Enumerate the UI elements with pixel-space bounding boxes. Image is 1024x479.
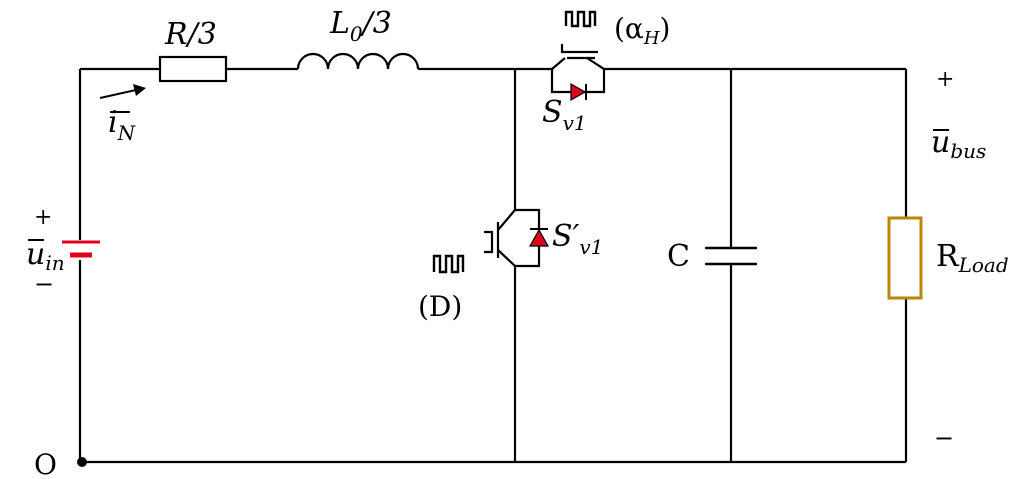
- origin-label: O: [34, 448, 57, 479]
- lower-switch-gate-label: (D): [418, 290, 462, 323]
- lower-switch-label: S′v1: [552, 219, 603, 259]
- lower-switch-diode: [528, 228, 550, 247]
- current-label: iN: [108, 105, 137, 145]
- inductor: [296, 52, 420, 70]
- upper-switch-gate-label: (αH): [614, 12, 670, 49]
- upper-switch: [550, 44, 606, 94]
- battery-symbol: [62, 240, 100, 258]
- capacitor: [705, 246, 757, 266]
- current-arrow: [99, 84, 146, 99]
- source-plus-sign: +: [34, 205, 52, 230]
- resistor-label: R/3: [164, 17, 217, 52]
- source-minus-sign: −: [34, 270, 54, 298]
- source-label: uin: [26, 237, 65, 275]
- bus-plus-sign: +: [936, 67, 954, 92]
- load-label: RLoad: [936, 239, 1009, 277]
- upper-gate-pulse-icon: [564, 10, 597, 28]
- resistor: [158, 55, 228, 83]
- lower-switch: [484, 208, 541, 268]
- lower-gate-pulse-icon: [432, 254, 465, 274]
- capacitor-label: C: [667, 239, 690, 274]
- bus-minus-sign: −: [934, 424, 954, 452]
- load-resistor: [887, 216, 923, 300]
- bus-label: ubus: [931, 125, 986, 163]
- upper-switch-diode: [570, 82, 587, 102]
- origin-node: [77, 457, 87, 467]
- upper-switch-label: Sv1: [542, 95, 587, 135]
- wires: [78, 67, 908, 464]
- inductor-label: L0/3: [329, 6, 392, 46]
